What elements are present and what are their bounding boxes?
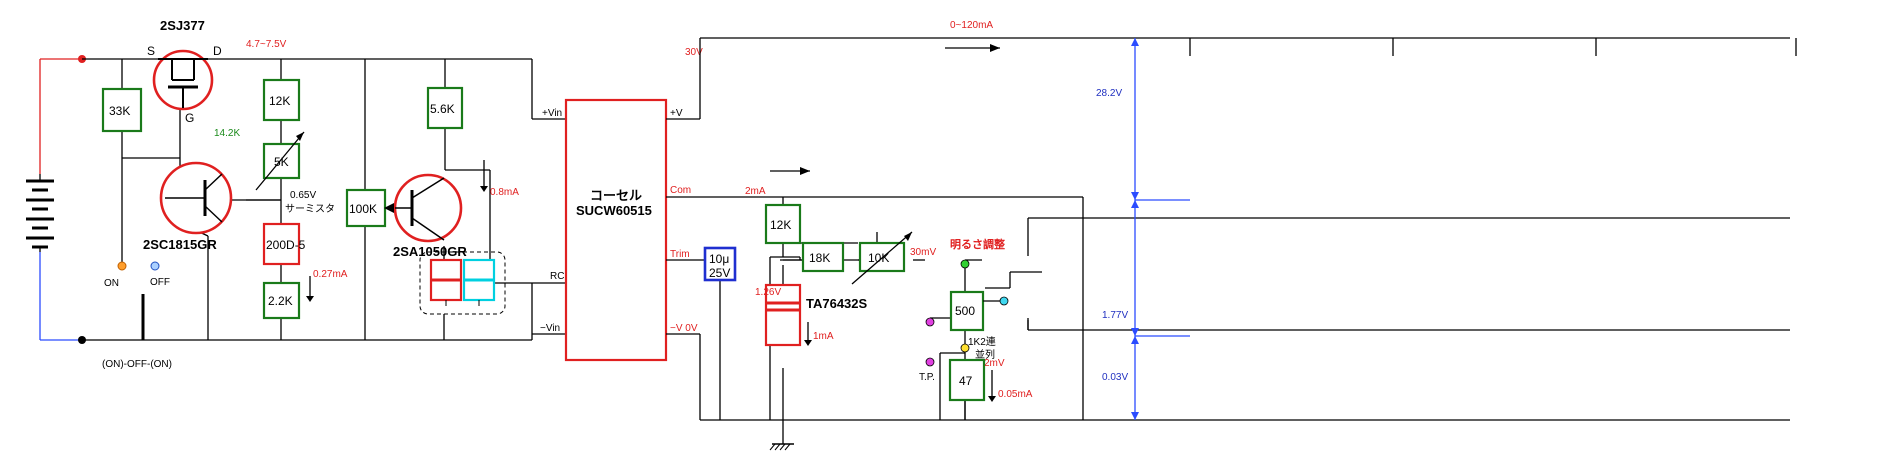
fet-gate-label: G xyxy=(185,111,194,125)
ground-icon xyxy=(769,440,794,451)
svg-text:25V: 25V xyxy=(709,266,730,280)
svg-text:12K: 12K xyxy=(770,218,791,232)
label-005ma: 0.05mA xyxy=(998,389,1033,400)
dcdc-module-sucw60515: コーセル SUCW60515 +Vin RC −Vin +V Com Trim … xyxy=(540,98,698,362)
switch-type-label: (ON)-OFF-(ON) xyxy=(102,359,172,370)
tp-node-2 xyxy=(925,357,935,367)
svg-text:33K: 33K xyxy=(109,104,130,118)
resistor-12k: 12K xyxy=(262,78,301,122)
module-part: SUCW60515 xyxy=(576,203,652,218)
label-14k: 14.2K xyxy=(214,128,240,139)
svg-text:10μ: 10μ xyxy=(709,252,729,266)
resistor-2-2k: 2.2K xyxy=(262,281,301,320)
resistor-10k-trimmer[interactable]: 10K xyxy=(851,231,913,285)
svg-text:500: 500 xyxy=(955,304,975,318)
label-load-current: 0~120mA xyxy=(950,20,993,31)
voltage-measure: 28.2V 1.77V 0.03V xyxy=(1096,38,1190,420)
tap-node xyxy=(999,296,1009,306)
svg-text:100K: 100K xyxy=(349,202,377,216)
label-282v: 28.2V xyxy=(1096,88,1122,99)
parallel-label-2: 並列 xyxy=(975,348,995,361)
svg-text:47: 47 xyxy=(959,374,973,388)
transistor-2sc1815-switch: 2SC1815GR xyxy=(143,161,233,252)
label-30v: 30V xyxy=(685,47,703,58)
label-065v: 0.65V xyxy=(290,190,316,201)
switch-npn-label: 2SC1815GR xyxy=(143,237,217,252)
ref-label: TA76432S xyxy=(806,296,868,311)
brightness-label: 明るさ調整 xyxy=(950,237,1005,251)
fet-drain-label: D xyxy=(213,44,222,58)
resistor-18k: 18K xyxy=(801,241,845,273)
pin-com: Com xyxy=(670,185,691,196)
label-027ma: 0.27mA xyxy=(313,269,348,280)
switch-on-terminal xyxy=(117,261,127,271)
tp-label: T.P. xyxy=(919,372,935,383)
sense-node xyxy=(960,343,970,353)
label-003v: 0.03V xyxy=(1102,372,1128,383)
svg-text:10K: 10K xyxy=(868,251,889,265)
capacitor-10uf: 10μ 25V xyxy=(703,246,737,282)
fet-source-label: S xyxy=(147,44,155,58)
switch-off-terminal xyxy=(150,261,160,271)
switch-on-label: ON xyxy=(104,278,119,289)
pin-vin-minus: −Vin xyxy=(540,323,560,334)
label-2mv: 2mV xyxy=(984,358,1005,369)
tp-node-1 xyxy=(925,317,935,327)
module-name: コーセル xyxy=(590,188,642,203)
label-1ma: 1mA xyxy=(813,331,834,342)
svg-text:5.6K: 5.6K xyxy=(430,102,455,116)
wiper-node xyxy=(960,259,970,269)
label-2ma: 2mA xyxy=(745,186,766,197)
switch-off-label: OFF xyxy=(150,277,170,288)
shunt-regulator-ta76432s: TA76432S xyxy=(764,283,868,347)
label-08ma: 0.8mA xyxy=(490,187,519,198)
svg-text:5K: 5K xyxy=(274,155,289,169)
resistor-47: 47 xyxy=(948,358,986,402)
resistor-5-6k: 5.6K xyxy=(426,86,464,130)
resistor-100k: 100K xyxy=(345,188,387,228)
svg-text:18K: 18K xyxy=(809,251,830,265)
pin-trim: Trim xyxy=(670,249,690,260)
resistor-12k-b: 12K xyxy=(764,203,802,245)
vin-range-label: 4.7~7.5V xyxy=(246,39,287,50)
pin-vin-plus: +Vin xyxy=(542,108,562,119)
pin-rc: RC xyxy=(550,271,564,282)
svg-text:2.2K: 2.2K xyxy=(268,294,293,308)
label-177v: 1.77V xyxy=(1102,310,1128,321)
svg-text:200D-5: 200D-5 xyxy=(266,238,306,252)
fet-2sj377: 2SJ377 S D G xyxy=(147,18,222,125)
label-126v: 1.26V xyxy=(755,287,781,298)
power-switch[interactable]: ON OFF (ON)-OFF-(ON) xyxy=(102,261,172,370)
left-wires xyxy=(82,58,566,341)
svg-text:12K: 12K xyxy=(269,94,290,108)
fet-label: 2SJ377 xyxy=(160,18,205,33)
resistor-33k: 33K xyxy=(101,87,143,133)
resistor-5k-trimmer[interactable]: 5K xyxy=(255,131,305,191)
thermistor-label: サーミスタ xyxy=(285,203,335,215)
right-wires xyxy=(666,37,1790,440)
battery-section xyxy=(26,55,86,344)
pin-v-minus: −V 0V xyxy=(670,323,698,334)
resistor-500: 500 xyxy=(949,290,985,332)
label-30mv: 30mV xyxy=(910,247,936,258)
thermistor-200d5: 200D-5 xyxy=(262,222,306,266)
parallel-label-1: 1K2連 xyxy=(968,335,996,348)
transistor-2sa1050: 2SA1050GR xyxy=(384,173,467,259)
battery-icon xyxy=(26,174,54,252)
pin-v-plus: +V xyxy=(670,108,683,119)
photo-indicator xyxy=(419,251,506,315)
